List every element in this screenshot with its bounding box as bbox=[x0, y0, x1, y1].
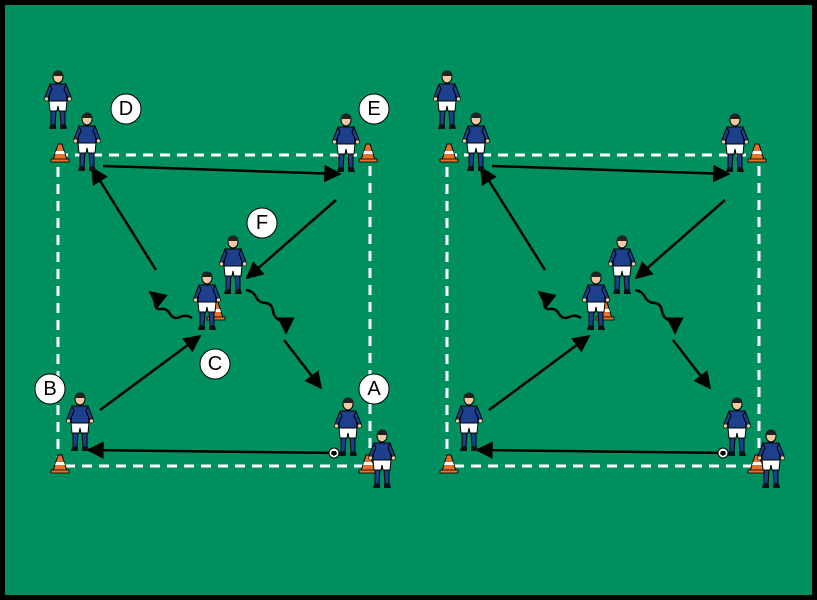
svg-text:A: A bbox=[367, 378, 381, 400]
label-e: E bbox=[358, 93, 390, 125]
label-f: F bbox=[246, 207, 278, 239]
svg-text:E: E bbox=[367, 98, 380, 120]
svg-text:C: C bbox=[208, 353, 222, 375]
label-c: C bbox=[199, 348, 231, 380]
pitch-surface bbox=[5, 5, 812, 595]
label-d: D bbox=[110, 93, 142, 125]
svg-text:F: F bbox=[256, 212, 268, 234]
label-a: A bbox=[358, 373, 390, 405]
label-b: B bbox=[34, 373, 66, 405]
svg-text:B: B bbox=[43, 378, 56, 400]
svg-text:D: D bbox=[119, 98, 133, 120]
